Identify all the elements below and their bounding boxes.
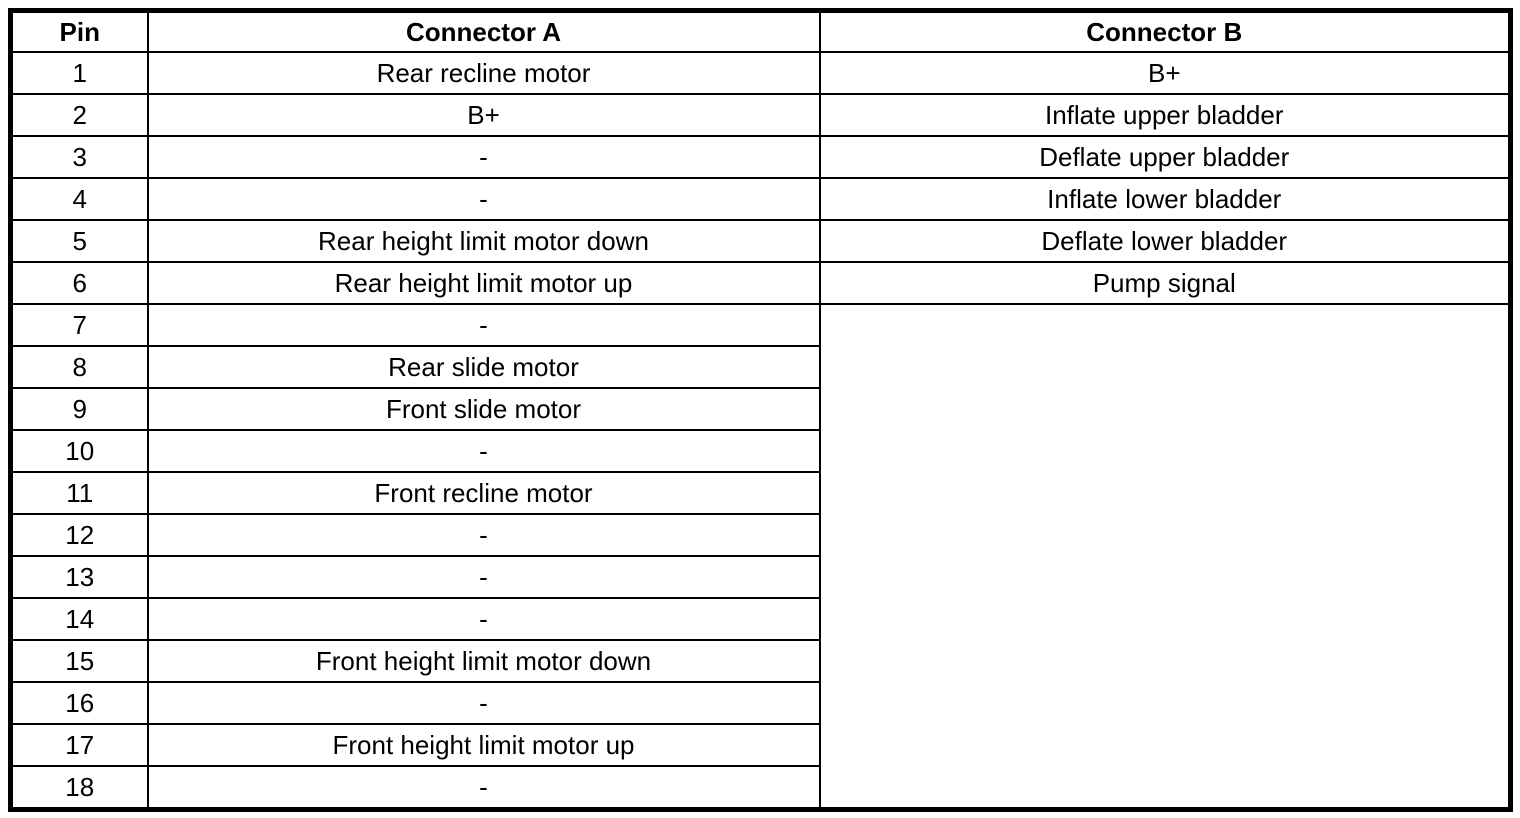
pin-cell: 5 bbox=[9, 219, 149, 263]
header-row: Pin Connector A Connector B bbox=[9, 9, 1512, 53]
connector-a-cell: - bbox=[146, 513, 821, 557]
connector-b-cell: Deflate lower bladder bbox=[818, 219, 1512, 263]
table-row: 11 Front recline motor bbox=[9, 471, 1511, 515]
pin-cell: 12 bbox=[9, 513, 149, 557]
table-row: 17 Front height limit motor up bbox=[9, 723, 1511, 767]
pin-cell: 7 bbox=[9, 303, 149, 347]
table-row: 5 Rear height limit motor down Deflate l… bbox=[9, 219, 1512, 263]
header-pin: Pin bbox=[9, 9, 149, 53]
connector-pin-table: Pin Connector A Connector B 1 Rear recli… bbox=[8, 8, 1513, 812]
connector-a-cell: - bbox=[146, 681, 821, 725]
connector-b-cell: Inflate upper bladder bbox=[818, 93, 1512, 137]
table-row: 15 Front height limit motor down bbox=[9, 639, 1511, 683]
table-row: 14 - bbox=[9, 597, 1511, 641]
table-row: 2 B+ Inflate upper bladder bbox=[9, 93, 1512, 137]
connector-a-cell: Front height limit motor down bbox=[146, 639, 821, 683]
table-row: 10 - bbox=[9, 429, 1511, 473]
table-row: 16 - bbox=[9, 681, 1511, 725]
table-row: 7 - bbox=[9, 303, 1512, 811]
connector-a-cell: - bbox=[146, 597, 821, 641]
pin-cell: 17 bbox=[9, 723, 149, 767]
connector-a-cell: - bbox=[146, 765, 821, 811]
connector-a-cell: - bbox=[146, 429, 821, 473]
table-row: 3 - Deflate upper bladder bbox=[9, 135, 1512, 179]
connector-b-cell: Deflate upper bladder bbox=[818, 135, 1512, 179]
pin-cell: 16 bbox=[9, 681, 149, 725]
pin-cell: 11 bbox=[9, 471, 149, 515]
table-row: 9 Front slide motor bbox=[9, 387, 1511, 431]
connector-a-cell: Front height limit motor up bbox=[146, 723, 821, 767]
connector-b-empty-merged-cell bbox=[818, 303, 1512, 811]
connector-a-cell: - bbox=[146, 555, 821, 599]
connector-b-cell: B+ bbox=[818, 51, 1512, 95]
connector-a-cell: Front recline motor bbox=[146, 471, 821, 515]
table-row: 18 - bbox=[9, 765, 1511, 811]
header-connector-a: Connector A bbox=[146, 9, 821, 53]
connector-b-cell: Pump signal bbox=[818, 261, 1512, 305]
pin-cell: 3 bbox=[9, 135, 149, 179]
pin-cell: 13 bbox=[9, 555, 149, 599]
pin-cell: 15 bbox=[9, 639, 149, 683]
table-row: 4 - Inflate lower bladder bbox=[9, 177, 1512, 221]
table-row: 13 - bbox=[9, 555, 1511, 599]
pin-cell: 9 bbox=[9, 387, 149, 431]
table-row: 8 Rear slide motor bbox=[9, 345, 1511, 389]
pin-cell: 10 bbox=[9, 429, 149, 473]
connector-b-cell: Inflate lower bladder bbox=[818, 177, 1512, 221]
connector-a-cell: Rear height limit motor down bbox=[146, 219, 821, 263]
pin-cell: 4 bbox=[9, 177, 149, 221]
table-row: 12 - bbox=[9, 513, 1511, 557]
connector-a-cell: Front slide motor bbox=[146, 387, 821, 431]
pin-cell: 6 bbox=[9, 261, 149, 305]
connector-a-cell: - bbox=[146, 303, 821, 347]
connector-a-cell: B+ bbox=[146, 93, 821, 137]
table-row: 1 Rear recline motor B+ bbox=[9, 51, 1512, 95]
pin-cell: 1 bbox=[9, 51, 149, 95]
table-row: 6 Rear height limit motor up Pump signal bbox=[9, 261, 1512, 305]
pin-cell: 14 bbox=[9, 597, 149, 641]
connector-a-cell: Rear height limit motor up bbox=[146, 261, 821, 305]
header-connector-b: Connector B bbox=[818, 9, 1512, 53]
connector-a-cell: Rear slide motor bbox=[146, 345, 821, 389]
pin-cell: 2 bbox=[9, 93, 149, 137]
connector-a-cell: - bbox=[146, 135, 821, 179]
connector-a-cell: Rear recline motor bbox=[146, 51, 821, 95]
pin-cell: 8 bbox=[9, 345, 149, 389]
pin-cell: 18 bbox=[9, 765, 149, 811]
connector-a-cell: - bbox=[146, 177, 821, 221]
